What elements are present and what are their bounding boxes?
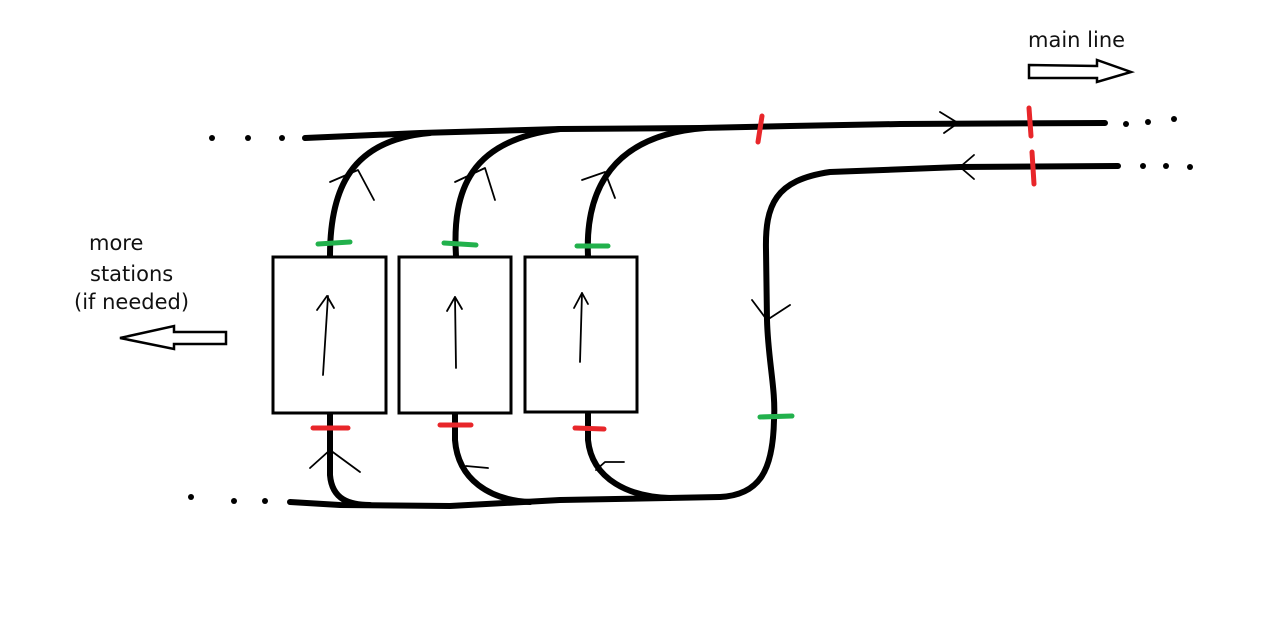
hollow-arrow-right-icon — [1027, 58, 1136, 84]
signal-green — [441, 240, 479, 248]
branch-station-2-bottom — [452, 411, 533, 505]
signal-red — [572, 425, 607, 432]
branch-station-1-bottom — [327, 411, 373, 508]
continuation-dots-upper-left — [209, 135, 285, 141]
branch-station-3-top — [584, 125, 708, 259]
station-1 — [271, 255, 388, 415]
branch-station-2-top — [452, 126, 563, 259]
hollow-arrow-left-icon — [119, 324, 228, 351]
continuation-dots-lower-left — [188, 494, 268, 504]
direction-chevron-up — [581, 171, 616, 199]
arrow-up-icon — [573, 292, 589, 363]
continuation-dots-lower-right — [1140, 163, 1193, 170]
arrow-up-icon — [446, 296, 463, 369]
arrow-up-icon — [316, 295, 335, 376]
direction-chevron-up — [329, 169, 375, 201]
bottom-collector-track — [287, 494, 723, 509]
direction-chevron-up — [309, 449, 361, 473]
more-stations-label-line-3: (if needed) — [74, 290, 190, 314]
signal-green — [315, 239, 353, 247]
branch-station-1-top — [327, 130, 433, 259]
signal-red — [755, 113, 765, 145]
signal-red — [1026, 105, 1034, 139]
direction-chevron-down — [751, 299, 791, 321]
main-line-label: main line — [1028, 28, 1126, 52]
branch-station-3-bottom — [585, 411, 673, 501]
signal-red — [1029, 149, 1037, 187]
direction-tick — [465, 465, 489, 469]
direction-chevron-left — [959, 154, 975, 180]
more-stations-label-line-2: stations — [90, 262, 174, 286]
more-stations-label-line-1: more — [89, 231, 144, 255]
direction-chevron — [595, 461, 625, 471]
direction-chevron-up — [454, 167, 496, 201]
signal-green — [757, 413, 795, 420]
continuation-dots-upper-right — [1123, 116, 1177, 127]
direction-chevron-right — [939, 111, 959, 134]
main-line-lower-track — [717, 163, 1121, 500]
